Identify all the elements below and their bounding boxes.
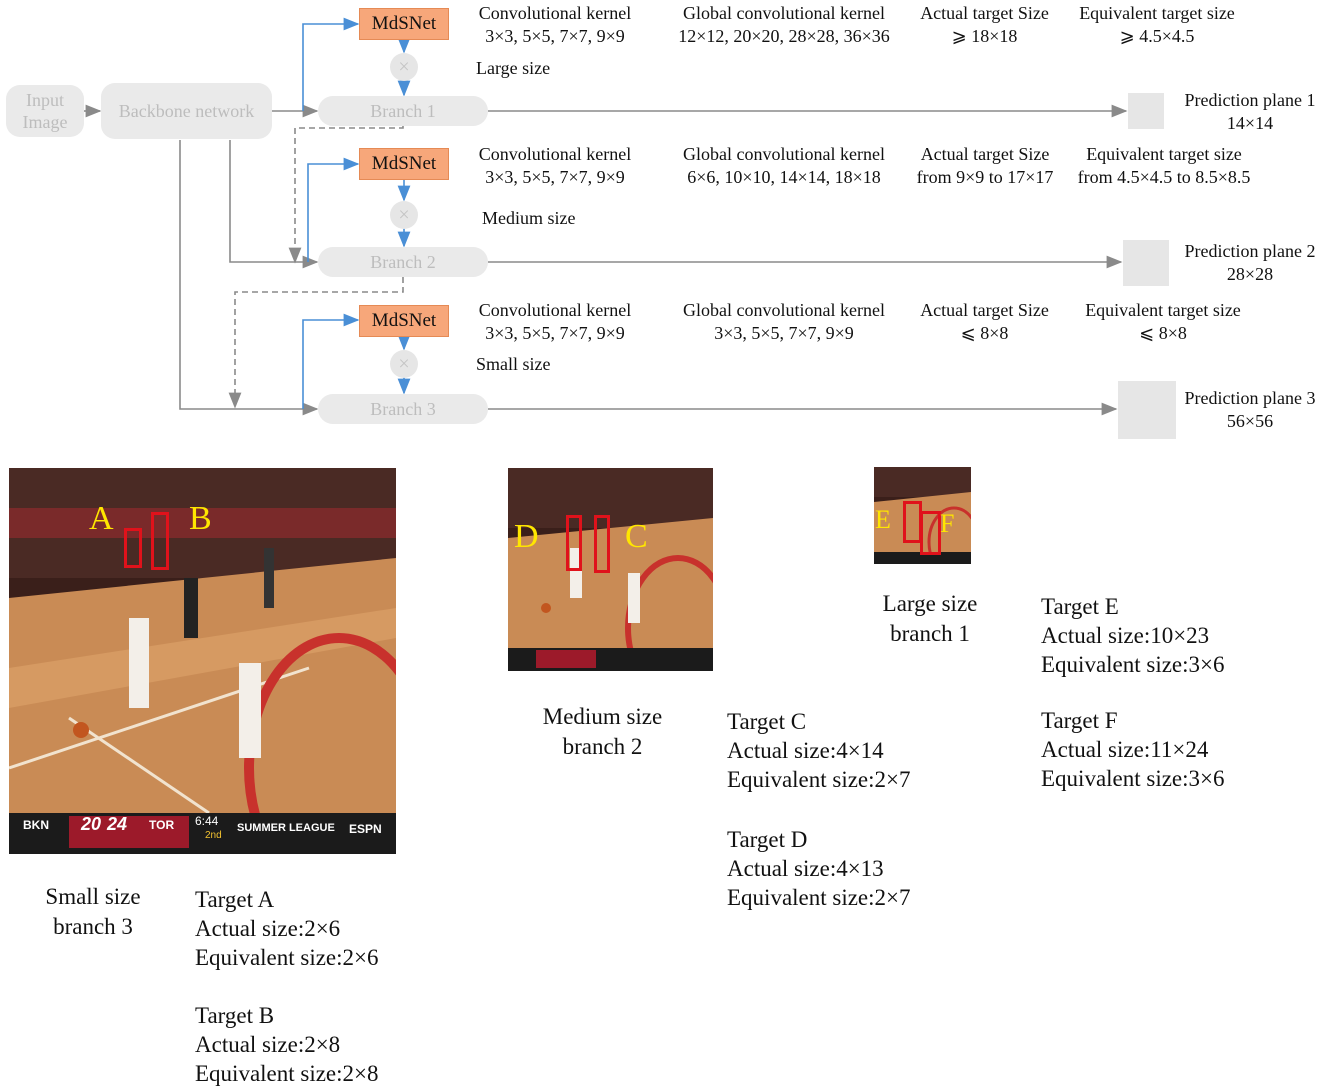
target-a-label: A [89, 500, 114, 537]
mdsnet-block-1: MdSNet [359, 8, 449, 40]
target-c-label: C [625, 518, 648, 555]
target-a-box [124, 528, 142, 568]
multiply-icon-1: × [390, 53, 418, 81]
basketball-court-illustration [9, 468, 396, 854]
backbone-network-node: Backbone network [101, 83, 272, 139]
target-e-details: Target E Actual size:10×23 Equivalent si… [1041, 594, 1225, 677]
target-c-box [594, 515, 610, 573]
prediction-plane-2 [1123, 240, 1169, 286]
target-b-box [151, 512, 169, 570]
target-c-details: Target C Actual size:4×14 Equivalent siz… [727, 709, 911, 792]
mdsnet-block-2: MdSNet [359, 148, 449, 180]
mdsnet-block-3: MdSNet [359, 305, 449, 337]
branch-1-equivalent-size: Equivalent target size⩾ 4.5×4.5 [1079, 3, 1235, 46]
input-image-node: Input Image [6, 85, 84, 137]
flow-connectors [84, 17, 1128, 416]
branch-3-node: Branch 3 [318, 394, 488, 424]
multiply-icon-2: × [390, 201, 418, 229]
target-d-box [566, 515, 582, 571]
target-d-details: Target D Actual size:4×13 Equivalent siz… [727, 827, 911, 910]
target-f-box [920, 511, 941, 555]
branch-3-size-label: Small size [476, 354, 551, 374]
large-size-example-image: E F [874, 467, 971, 564]
medium-size-example-image: D C [508, 468, 713, 671]
scoreboard-score2: 24 [107, 814, 128, 834]
target-f-details: Target F Actual size:11×24 Equivalent si… [1041, 708, 1225, 791]
basketball-court-illustration [508, 468, 713, 671]
scoreboard-period: 2nd [205, 830, 222, 841]
target-d-label: D [514, 518, 539, 555]
scoreboard-team1: BKN [23, 818, 49, 832]
multiply-icon-3: × [390, 350, 418, 378]
scoreboard-banner: SUMMER LEAGUE [237, 822, 335, 834]
scoreboard-score1: 20 [81, 814, 102, 834]
target-f-label: F [940, 509, 955, 538]
branch-1-size-label: Large size [476, 58, 551, 78]
branch-3-equivalent-size: Equivalent target size⩽ 8×8 [1085, 300, 1241, 343]
basketball-court-illustration [874, 467, 971, 564]
prediction-plane-3 [1118, 381, 1176, 439]
branch-2-size-label: Medium size [482, 208, 576, 228]
branch-1-node: Branch 1 [318, 96, 488, 126]
target-a-details: Target A Actual size:2×6 Equivalent size… [195, 887, 379, 970]
target-e-label: E [875, 505, 891, 534]
branch-2-node: Branch 2 [318, 247, 488, 277]
small-size-example-image: BKN 20 24 TOR 6:44 2nd SUMMER LEAGUE ESP… [9, 468, 396, 854]
prediction-plane-1 [1128, 93, 1164, 129]
target-b-details: Target B Actual size:2×8 Equivalent size… [195, 1003, 379, 1086]
scoreboard-network: ESPN [349, 822, 382, 836]
branch-3-actual-size: Actual target Size⩽ 8×8 [920, 300, 1049, 343]
branch-1-actual-size: Actual target Size⩾ 18×18 [920, 3, 1049, 46]
target-b-label: B [189, 500, 212, 537]
scoreboard-clock: 6:44 [195, 814, 219, 828]
scoreboard-team2: TOR [149, 818, 175, 832]
